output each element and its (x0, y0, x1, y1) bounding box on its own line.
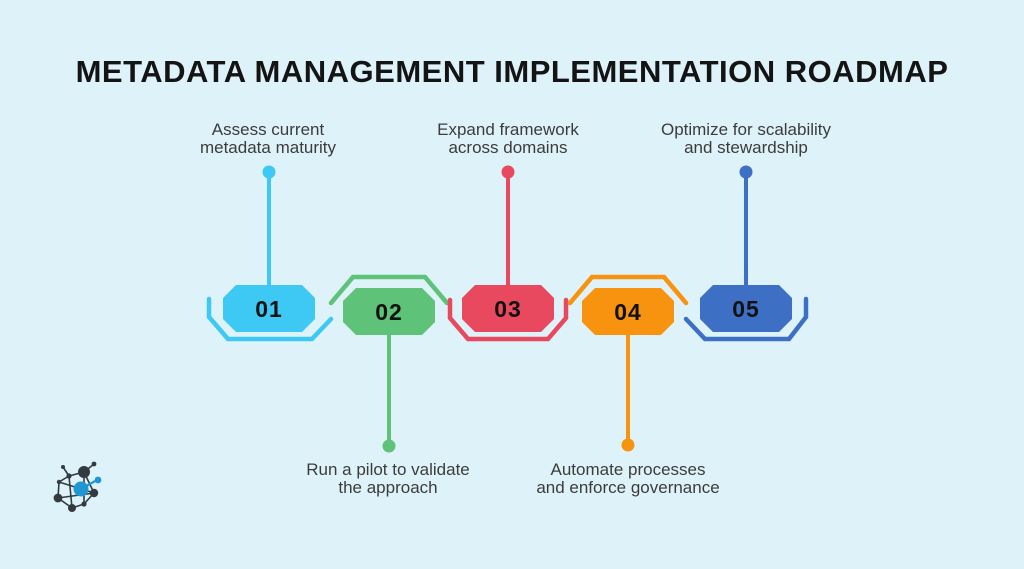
step-05-label: Optimize for scalability and stewardship (626, 121, 866, 157)
step-01-number: 01 (255, 296, 283, 322)
step-03-hexagon (462, 285, 554, 332)
logo-accent-node (73, 481, 89, 497)
step-03-label-line2: across domains (448, 138, 568, 157)
step-05-shapes (683, 165, 809, 342)
page-title: METADATA MANAGEMENT IMPLEMENTATION ROADM… (75, 54, 949, 89)
step-02-label-line2: the approach (338, 478, 438, 497)
step-03-label-line1: Expand framework (437, 120, 579, 139)
step-05-hexagon (700, 285, 792, 332)
step-01-label-line1: Assess current (211, 120, 325, 139)
step-04-number: 04 (614, 299, 642, 325)
step-01-label: Assess current metadata maturity (148, 121, 388, 157)
step-04-label-line2: and enforce governance (536, 478, 720, 497)
step-04-label: Automate processes and enforce governanc… (508, 461, 748, 497)
step-02-label-line1: Run a pilot to validate (306, 460, 470, 479)
step-04-hexagon (582, 288, 674, 335)
step-03-shapes (447, 165, 569, 342)
step-03-label: Expand framework across domains (388, 121, 628, 157)
step-04-shapes (567, 274, 689, 452)
step-04-outline (567, 274, 689, 306)
step-01-outline (206, 296, 334, 342)
step-05-connector-dot (739, 165, 753, 179)
step-05-outline (683, 296, 809, 342)
step-05-label-line2: and stewardship (684, 138, 808, 157)
step-05-label-line1: Optimize for scalability (660, 120, 832, 139)
step-04-connector-dot (621, 438, 635, 452)
step-03-connector-dot (501, 165, 515, 179)
network-logo-icon (53, 461, 102, 512)
step-01-label-line2: metadata maturity (199, 138, 337, 157)
step-05-number: 05 (732, 296, 760, 322)
step-01-shapes (206, 165, 334, 342)
step-04-label-line1: Automate processes (550, 460, 706, 479)
step-03-number: 03 (494, 296, 522, 322)
step-02-connector-dot (382, 439, 396, 453)
step-02-shapes (328, 274, 450, 453)
step-02-number: 02 (375, 299, 403, 325)
step-01-connector-dot (262, 165, 276, 179)
step-02-hexagon (343, 288, 435, 335)
step-02-label: Run a pilot to validate the approach (268, 461, 508, 497)
step-03-outline (447, 297, 569, 342)
step-02-outline (328, 274, 450, 306)
step-01-hexagon (223, 285, 315, 332)
